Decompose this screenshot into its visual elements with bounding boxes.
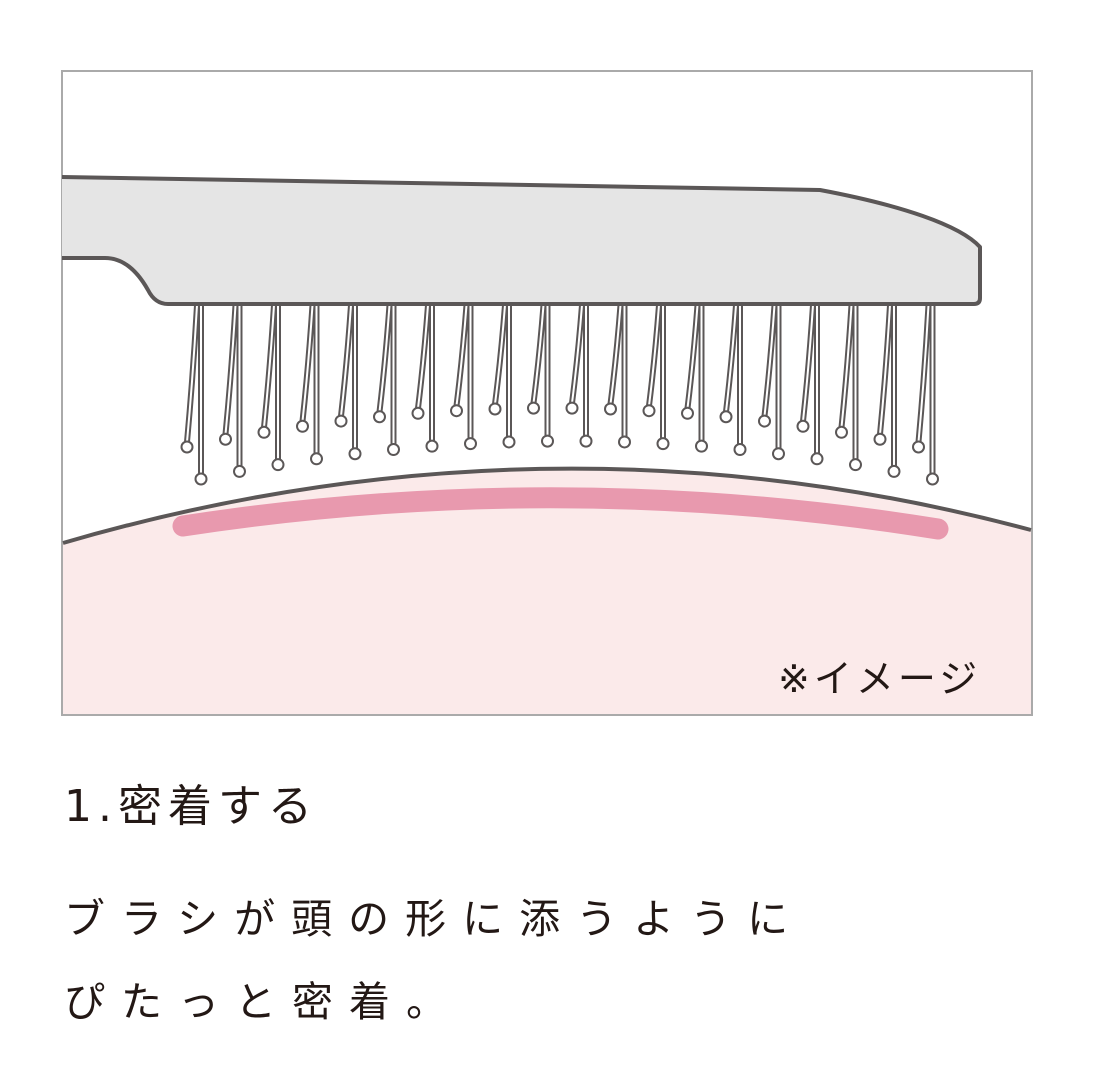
bristle-stem (417, 304, 429, 409)
bristle-tip (796, 419, 810, 433)
bristle-tip (681, 406, 694, 420)
section-title: 1.密着する (64, 781, 318, 832)
bristle-tip (887, 464, 901, 478)
bristle-stem (186, 304, 198, 443)
bristle-stem (263, 304, 275, 428)
bristle-tip (642, 404, 656, 418)
bristle-tip (219, 432, 232, 446)
bristle-tip (348, 447, 362, 461)
bristle-stem (609, 304, 622, 405)
scalp (63, 468, 1031, 714)
bristle-stem (686, 304, 699, 409)
bristle-tip (926, 472, 939, 486)
bristle-tip (695, 439, 708, 453)
description-line-1: ブラシが頭の形に添うように (64, 895, 805, 943)
bristle-tip (618, 435, 631, 449)
bristle-tip (488, 402, 502, 416)
bristle-tip (565, 401, 579, 415)
bristle-stem (879, 304, 891, 435)
bristle-tip (502, 435, 516, 449)
bristle-tip (271, 458, 285, 472)
bristle-tip (425, 439, 439, 453)
bristle-tip (310, 452, 323, 466)
bristle-tip (194, 472, 208, 486)
bristle-tip (180, 440, 194, 454)
scalp-outline (62, 466, 1032, 545)
bristle-stem (532, 304, 545, 404)
contact-band (172, 487, 949, 540)
description-line-2: ぴたっと密着。 (64, 978, 463, 1026)
bristle-tip (233, 464, 246, 478)
bristle-tip (387, 443, 400, 457)
bristle-tip (810, 452, 824, 466)
bristle-tip (733, 443, 747, 457)
bristle-tip (450, 404, 463, 418)
bristle-stem (224, 304, 237, 435)
bristle-tip (257, 425, 271, 439)
bristle-stem (648, 304, 660, 406)
bristle-tip (334, 414, 348, 428)
bristle-tip (719, 410, 733, 424)
bristle-stem (494, 304, 506, 405)
bristle-tip (541, 434, 554, 448)
bristle-stem (917, 304, 930, 443)
bristle-tip (579, 434, 593, 448)
brush-body (61, 175, 982, 306)
bristle-tip (464, 437, 477, 451)
bristle-stem (802, 304, 814, 422)
bristle-stem (340, 304, 352, 417)
bristle-tip (604, 402, 617, 416)
bristle-stem (571, 304, 583, 404)
bristle-tip (758, 414, 771, 428)
bristle-tip (835, 425, 848, 439)
bristle-stem (378, 304, 391, 412)
bristle-tip (656, 437, 670, 451)
bristle-stem (725, 304, 737, 412)
bristle-tip (373, 410, 386, 424)
bristle-tip (296, 419, 309, 433)
bristle-tip (873, 432, 887, 446)
bristle-stem (763, 304, 776, 417)
bristle-stem (301, 304, 314, 422)
bristle-stem (840, 304, 853, 428)
brush-illustration (61, 70, 1033, 716)
bristle-tip (772, 447, 785, 461)
image-note: ※イメージ (778, 657, 982, 701)
bristle-tip (849, 458, 862, 472)
bristles (180, 304, 939, 486)
bristle-tip (527, 401, 540, 415)
bristle-tip (411, 406, 425, 420)
bristle-stem (455, 304, 468, 406)
bristle-tip (912, 440, 925, 454)
